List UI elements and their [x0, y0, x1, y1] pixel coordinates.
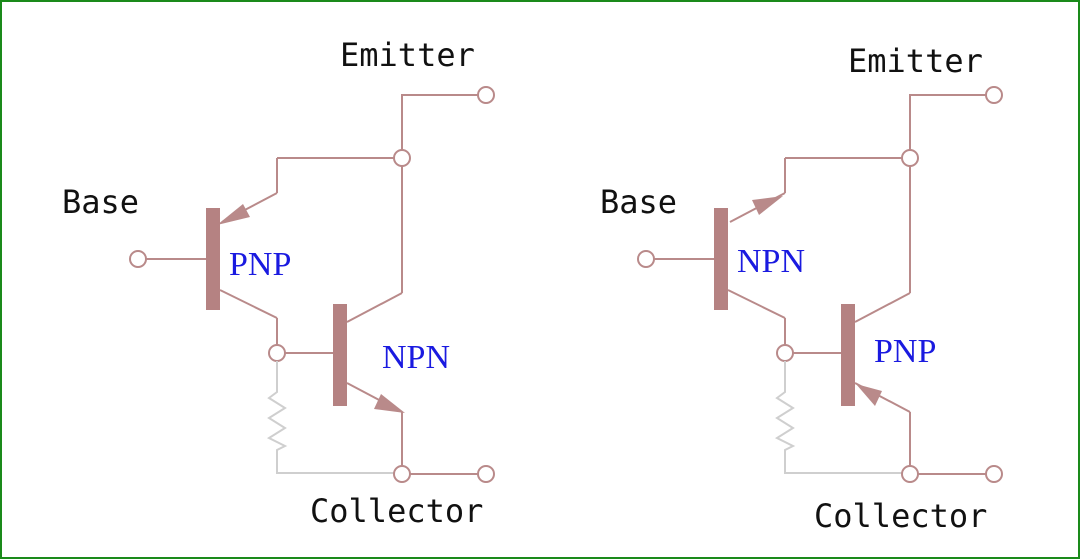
- left-q2-emitter-arrow: [374, 394, 405, 413]
- left-resistor: [266, 361, 394, 474]
- left-emitter-terminal: [477, 86, 495, 104]
- right-q2-type-label: PNP: [874, 333, 936, 370]
- right-emitter-terminal: [985, 86, 1003, 104]
- right-q1-type-label: NPN: [737, 243, 805, 280]
- left-q2-base-bar: [333, 304, 347, 406]
- right-q1-collector-lead-a: [727, 289, 786, 319]
- left-q1-collector-lead-a: [219, 289, 278, 319]
- left-base-terminal: [129, 250, 147, 268]
- right-q2-base-bar: [841, 304, 855, 406]
- left-emitter-label: Emitter: [340, 36, 475, 74]
- left-q1-base-bar: [206, 208, 220, 310]
- right-circuit: Emitter Base Collector NPN PNP: [600, 42, 1003, 535]
- left-emitter-wire: [401, 94, 486, 158]
- right-emitter-wire: [909, 94, 994, 158]
- right-base-label: Base: [600, 183, 677, 221]
- right-q2-collector-lead: [854, 292, 911, 323]
- right-resistor: [774, 361, 902, 474]
- left-collector-node: [393, 465, 411, 483]
- left-q1-type-label: PNP: [229, 246, 291, 283]
- left-q1-emitter-arrow: [217, 204, 250, 225]
- left-collector-terminal: [477, 465, 495, 483]
- left-mid-node: [268, 344, 286, 362]
- left-q2-collector-lead: [346, 292, 403, 323]
- right-q1-emitter-arrow: [752, 196, 783, 215]
- left-base-label: Base: [62, 183, 139, 221]
- right-mid-node: [776, 344, 794, 362]
- right-collector-terminal: [985, 465, 1003, 483]
- left-q2-type-label: NPN: [382, 339, 450, 376]
- right-collector-label: Collector: [814, 497, 987, 535]
- left-circuit: Emitter Base Collector PNP NPN: [62, 36, 495, 530]
- right-top-node: [901, 149, 919, 167]
- right-q1-base-bar: [714, 208, 728, 310]
- left-collector-label: Collector: [310, 492, 483, 530]
- left-top-node: [393, 149, 411, 167]
- right-emitter-label: Emitter: [848, 42, 983, 80]
- right-collector-node: [901, 465, 919, 483]
- right-base-terminal: [637, 250, 655, 268]
- right-q2-emitter-arrow: [856, 384, 882, 406]
